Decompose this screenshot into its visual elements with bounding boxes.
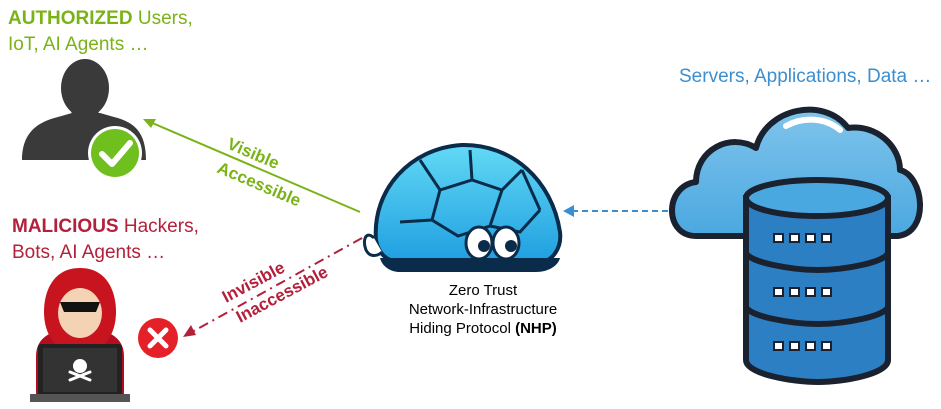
hooded-hacker-icon <box>30 268 130 402</box>
nhp-caption-line3: Hiding Protocol <box>409 320 516 337</box>
nhp-caption-line1: Zero Trust <box>448 282 518 299</box>
nhp-caption-acronym: (NHP) <box>515 320 557 337</box>
nhp-caption-line2: Network-Infrastructure <box>408 301 558 318</box>
malicious-title: MALICIOUS <box>12 216 119 237</box>
cloud-database-icon <box>669 106 923 386</box>
malicious-title-rest: Hackers, <box>118 216 199 237</box>
servers-label: Servers, Applications, Data … <box>679 66 932 87</box>
authorized-title: AUTHORIZED <box>8 8 133 29</box>
authorized-label: AUTHORIZED Users, IoT, AI Agents … <box>8 6 193 58</box>
authorized-arrow: Visible Accessible <box>143 119 361 213</box>
nhp-caption: Zero Trust Network-Infrastructure Hiding… <box>356 281 610 338</box>
servers-arrow <box>563 205 668 217</box>
malicious-arrow: Invisible Inaccessible <box>183 237 363 337</box>
malicious-subtitle: Bots, AI Agents … <box>12 242 166 263</box>
x-circle-icon <box>135 315 181 361</box>
authorized-title-rest: Users, <box>132 8 193 29</box>
malicious-label: MALICIOUS Hackers, Bots, AI Agents … <box>12 214 199 266</box>
authorized-subtitle: IoT, AI Agents … <box>8 34 149 55</box>
check-circle-icon <box>88 126 142 180</box>
turtle-shell-icon <box>362 142 563 272</box>
